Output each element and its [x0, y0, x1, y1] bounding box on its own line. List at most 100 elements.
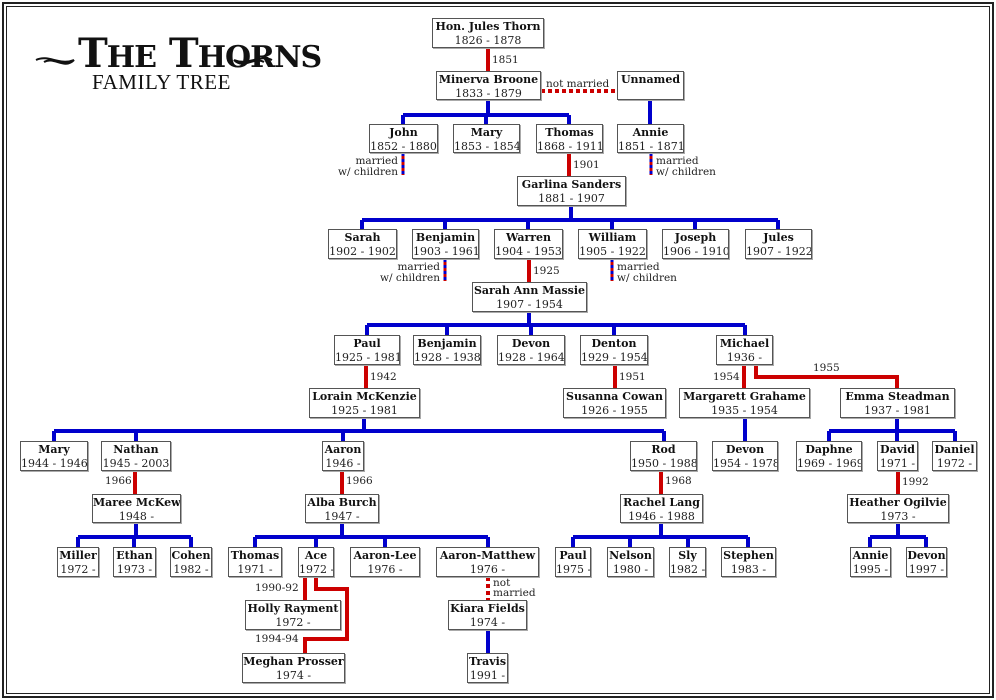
person-name: Aaron-Lee	[353, 549, 417, 562]
person-name: Nelson	[609, 549, 652, 562]
person-years: 1974 -	[275, 669, 312, 682]
title-flourish-icon	[35, 57, 273, 65]
person-years: 1904 - 1953	[495, 245, 562, 258]
marriage-year-label: 1990-92	[255, 582, 299, 594]
person-name: Jules	[763, 231, 794, 244]
person-years: 1851 - 1871	[618, 140, 684, 153]
person-name: Annie	[852, 549, 889, 562]
person-box-unnamed[interactable]: Unnamed	[617, 71, 684, 100]
person-years: 1972 -	[299, 563, 334, 576]
person-years: 1976 -	[367, 563, 403, 576]
person-name: Sarah Ann Massie	[473, 284, 586, 297]
married-children-label: married w/ children	[338, 155, 398, 178]
person-name: Unnamed	[620, 73, 681, 86]
person-years: 1925 - 1981	[335, 351, 400, 364]
married-with-children-stubs	[401, 153, 653, 281]
person-name: Sly	[678, 549, 697, 562]
person-years: 1929 - 1954	[581, 351, 648, 364]
person-years: 1907 - 1922	[746, 245, 812, 258]
married-children-label: married w/ children	[380, 261, 440, 284]
person-name: Michael	[719, 337, 770, 350]
person-name: Kiara Fields	[450, 602, 525, 615]
marriage-year-label: 1966	[346, 475, 373, 487]
marriage-year-label: 1968	[665, 475, 692, 487]
marriage-year-label: 1994-94	[255, 633, 299, 645]
person-name: Aaron-Matthew	[439, 549, 536, 562]
marriage-year-label: 1954	[713, 371, 740, 383]
person-name: Ethan	[116, 549, 153, 562]
person-name: Warren	[505, 231, 552, 244]
person-years: 1881 - 1907	[538, 192, 605, 205]
person-name: Holly Rayment	[247, 602, 339, 615]
person-name: Heather Ogilvie	[849, 496, 947, 509]
person-name: Joseph	[674, 231, 717, 244]
person-name: William	[588, 231, 637, 244]
person-name: Daphne	[805, 443, 853, 456]
person-years: 1928 - 1964	[498, 351, 565, 364]
person-years: 1853 - 1854	[454, 140, 520, 153]
person-years: 1905 - 1922	[579, 245, 646, 258]
children-line	[868, 523, 928, 547]
person-name: Meghan Prosser	[243, 655, 344, 668]
person-years: 1969 - 1969	[797, 457, 862, 470]
person-years: 1944 - 1946	[21, 457, 88, 470]
person-name: Emma Steadman	[845, 390, 950, 403]
inner-frame	[6, 6, 990, 694]
person-years: 1826 - 1878	[454, 34, 522, 47]
person-years: 1833 - 1879	[455, 87, 522, 100]
